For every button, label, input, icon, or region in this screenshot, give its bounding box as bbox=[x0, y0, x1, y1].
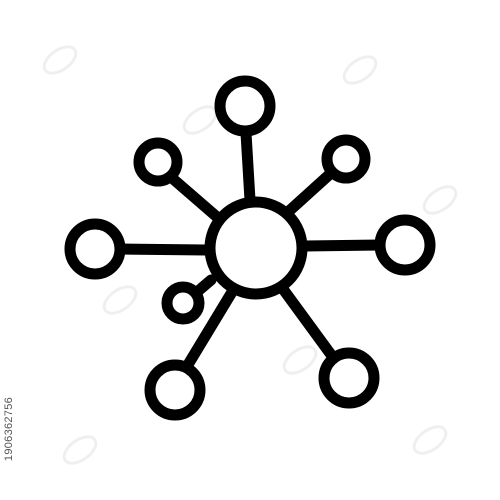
node-right bbox=[374, 214, 436, 276]
node-bottom-right bbox=[318, 347, 380, 409]
hub-node bbox=[204, 196, 308, 300]
node-top-left bbox=[133, 137, 183, 187]
spoke-bottom-left bbox=[180, 286, 238, 374]
node-left bbox=[64, 218, 126, 280]
spoke-left bbox=[114, 243, 212, 256]
node-top bbox=[214, 75, 276, 137]
stock-id-text: 1906362756 bbox=[3, 396, 15, 462]
node-top-right bbox=[321, 134, 371, 184]
spoke-right bbox=[299, 239, 386, 252]
spoke-top bbox=[240, 127, 256, 206]
node-small-left bbox=[161, 281, 205, 325]
stock-id-label: 1906362756 bbox=[2, 364, 16, 494]
spoke-bottom-right bbox=[277, 283, 338, 362]
spoke-top-right bbox=[282, 168, 336, 218]
spoke-top-left bbox=[166, 172, 223, 223]
node-bottom-left bbox=[144, 359, 206, 421]
